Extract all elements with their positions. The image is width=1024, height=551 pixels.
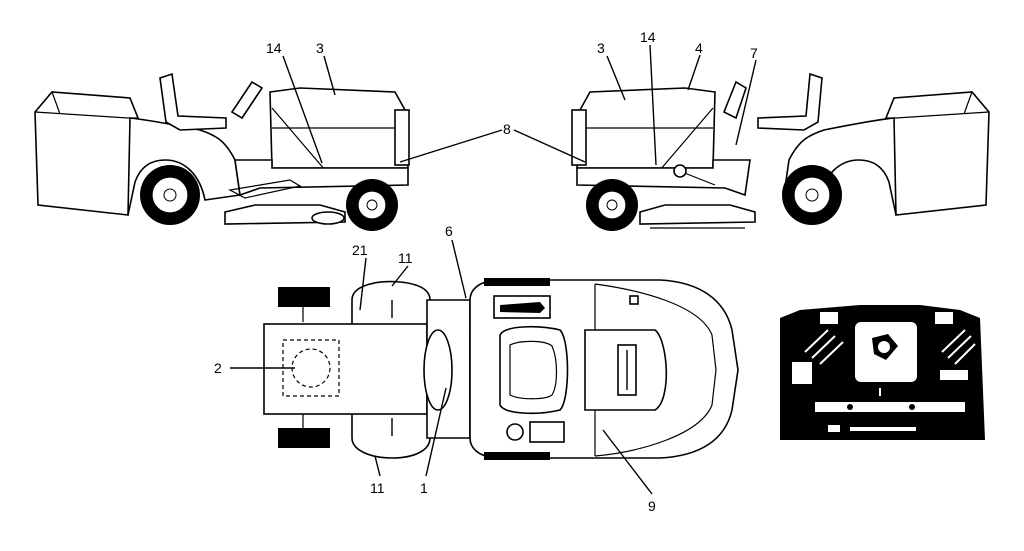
callout-1: 1 [420, 480, 428, 496]
callout-11-top: 11 [398, 250, 413, 266]
callout-14-right: 14 [640, 29, 656, 45]
leader-lines [230, 44, 757, 495]
callout-3-right: 3 [597, 40, 605, 56]
callout-21: 21 [352, 242, 368, 258]
callout-14-left: 14 [266, 40, 282, 56]
control-panel-detail [780, 305, 985, 440]
callout-7: 7 [750, 45, 758, 61]
callout-4: 4 [695, 40, 703, 56]
callout-9: 9 [648, 498, 656, 514]
tractor-top-view [263, 278, 739, 460]
tractor-side-view-right [571, 72, 990, 231]
callout-6: 6 [445, 223, 453, 239]
callout-labels: 14 3 3 14 4 7 8 6 21 11 2 11 1 9 [214, 29, 758, 514]
callout-2: 2 [214, 360, 222, 376]
callout-3-left: 3 [316, 40, 324, 56]
tractor-side-view-left [34, 72, 410, 231]
callout-11-bottom: 11 [370, 480, 385, 496]
callout-8: 8 [503, 121, 511, 137]
